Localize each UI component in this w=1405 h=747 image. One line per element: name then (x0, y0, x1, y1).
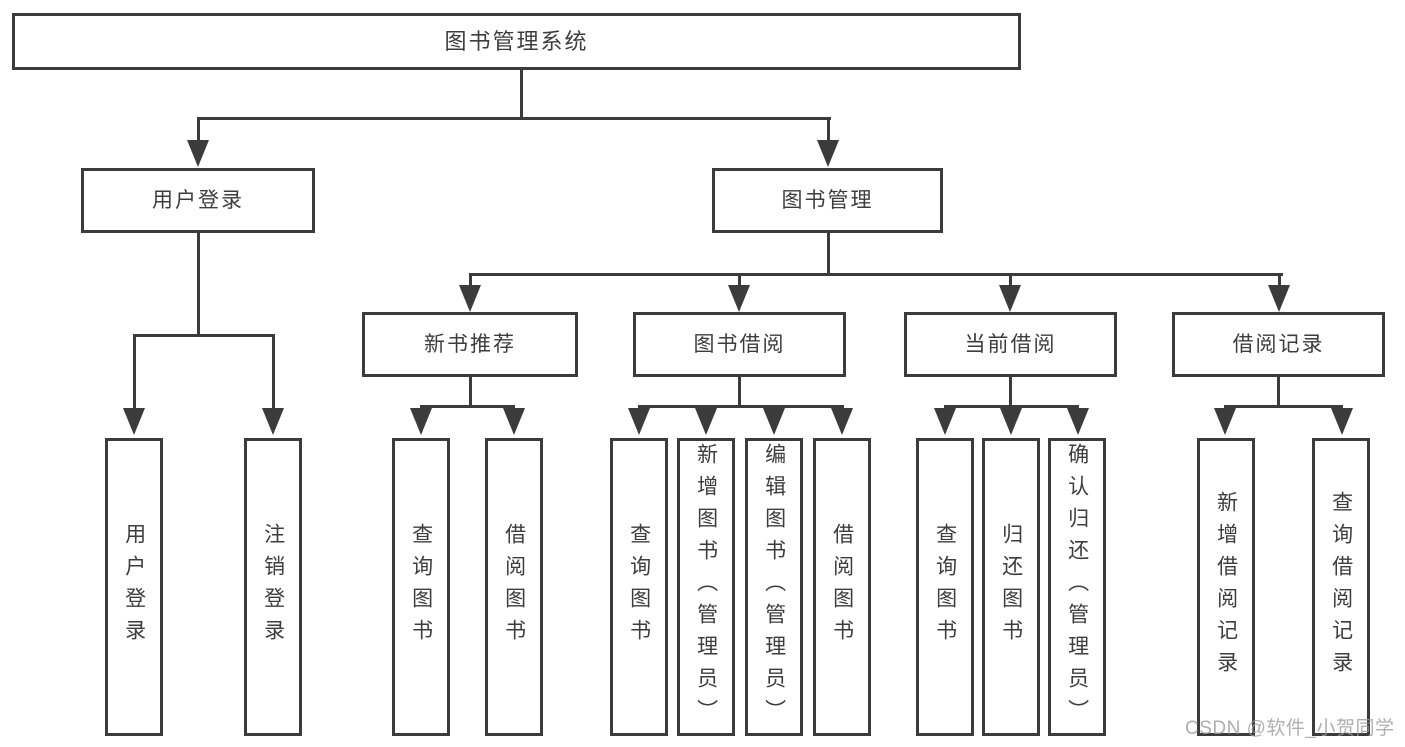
node-book-borrow-label: 图书借阅 (693, 333, 786, 356)
node-leaf-query-books-g3-label: 查询图书 (627, 523, 651, 651)
node-leaf-edit-book-admin-label: 编辑图书（管理员） (762, 443, 786, 731)
arrowhead-query-books-g3 (628, 408, 650, 435)
node-book-management-label: 图书管理 (781, 189, 874, 212)
node-current-borrow-label: 当前借阅 (964, 333, 1057, 356)
edge-logout-leaf-stem (272, 334, 275, 410)
arrowhead-borrow-records (1268, 285, 1290, 312)
edge-level3-hline (469, 273, 1283, 276)
node-leaf-add-book-admin: 新增图书（管理员） (677, 438, 735, 736)
node-user-login-label: 用户登录 (152, 189, 244, 212)
edge-user-login-stem (197, 117, 200, 144)
node-leaf-user-login: 用户登录 (105, 438, 163, 736)
arrowhead-book-management (817, 140, 839, 167)
arrowhead-book-borrow (728, 285, 750, 312)
edge-current-borrow-group-hline (944, 405, 1079, 408)
node-leaf-borrow-books-g2-label: 借阅图书 (502, 523, 526, 651)
node-book-borrow: 图书借阅 (633, 312, 846, 377)
arrowhead-user-login (187, 140, 209, 167)
node-borrow-records: 借阅记录 (1172, 312, 1385, 377)
edge-book-management-stem (827, 117, 830, 144)
arrowhead-add-borrow-record (1214, 408, 1236, 435)
node-leaf-confirm-return-admin-label: 确认归还（管理员） (1065, 443, 1089, 731)
node-leaf-return-book: 归还图书 (982, 438, 1040, 736)
edge-book-borrow-group-hline (638, 405, 844, 408)
edge-user-group-hline (133, 334, 275, 337)
arrowhead-new-book (459, 285, 481, 312)
arrowhead-add-book (695, 408, 717, 435)
node-leaf-add-borrow-record: 新增借阅记录 (1197, 438, 1255, 736)
edge-borrow-records-stub (1277, 375, 1280, 408)
node-leaf-query-books-g2: 查询图书 (392, 438, 450, 736)
edge-book-management-stub (827, 231, 830, 276)
arrowhead-logout-leaf (262, 408, 284, 435)
edge-new-book-stem (469, 273, 472, 288)
arrowhead-query-borrow-record (1331, 408, 1353, 435)
node-leaf-query-books-g4: 查询图书 (916, 438, 974, 736)
edge-borrow-records-group-hline (1224, 405, 1343, 408)
edge-current-borrow-stub (1009, 375, 1012, 408)
node-leaf-add-book-admin-label: 新增图书（管理员） (694, 443, 718, 731)
node-leaf-borrow-books-g2: 借阅图书 (485, 438, 543, 736)
edge-new-book-stub (469, 375, 472, 408)
arrowhead-edit-book (763, 408, 785, 435)
node-root-system-label: 图书管理系统 (444, 28, 589, 54)
node-user-login: 用户登录 (81, 168, 315, 233)
node-current-borrow: 当前借阅 (904, 312, 1117, 377)
edge-book-borrow-stub (738, 375, 741, 408)
edge-book-borrow-stem (738, 273, 741, 288)
edge-root-stub (520, 70, 523, 119)
node-leaf-confirm-return-admin: 确认归还（管理员） (1048, 438, 1106, 736)
node-root-system: 图书管理系统 (12, 13, 1021, 70)
csdn-watermark: CSDN @软件_小贺同学 (1185, 718, 1395, 739)
edge-level2-hline (197, 117, 831, 120)
arrowhead-borrow-books-g2 (503, 408, 525, 435)
node-leaf-query-books-g4-label: 查询图书 (933, 523, 957, 651)
arrowhead-login-leaf (123, 408, 145, 435)
node-leaf-query-books-g3: 查询图书 (610, 438, 668, 736)
node-leaf-query-borrow-record-label: 查询借阅记录 (1329, 491, 1353, 683)
node-leaf-edit-book-admin: 编辑图书（管理员） (745, 438, 803, 736)
edge-borrow-records-stem (1278, 273, 1281, 288)
edge-login-leaf-stem (133, 334, 136, 410)
edge-current-borrow-stem (1009, 273, 1012, 288)
node-leaf-borrow-books-g3-label: 借阅图书 (830, 523, 854, 651)
node-leaf-borrow-books-g3: 借阅图书 (813, 438, 871, 736)
node-new-book-recommend: 新书推荐 (362, 312, 578, 377)
arrowhead-query-books-g2 (410, 408, 432, 435)
arrowhead-return-book (1000, 408, 1022, 435)
node-leaf-add-borrow-record-label: 新增借阅记录 (1214, 491, 1238, 683)
node-leaf-logout-label: 注销登录 (261, 523, 285, 651)
arrowhead-borrow-books-g3 (831, 408, 853, 435)
node-leaf-query-books-g2-label: 查询图书 (409, 523, 433, 651)
node-leaf-logout: 注销登录 (244, 438, 302, 736)
edge-user-login-stub (197, 231, 200, 337)
arrowhead-confirm-return (1067, 408, 1089, 435)
node-leaf-user-login-label: 用户登录 (122, 523, 146, 651)
node-leaf-query-borrow-record: 查询借阅记录 (1312, 438, 1370, 736)
node-book-management: 图书管理 (712, 168, 943, 233)
arrowhead-query-books-g4 (934, 408, 956, 435)
arrowhead-current-borrow (999, 285, 1021, 312)
node-leaf-return-book-label: 归还图书 (999, 523, 1023, 651)
edge-new-book-group-hline (420, 405, 515, 408)
node-new-book-recommend-label: 新书推荐 (424, 333, 516, 356)
node-borrow-records-label: 借阅记录 (1232, 333, 1325, 356)
